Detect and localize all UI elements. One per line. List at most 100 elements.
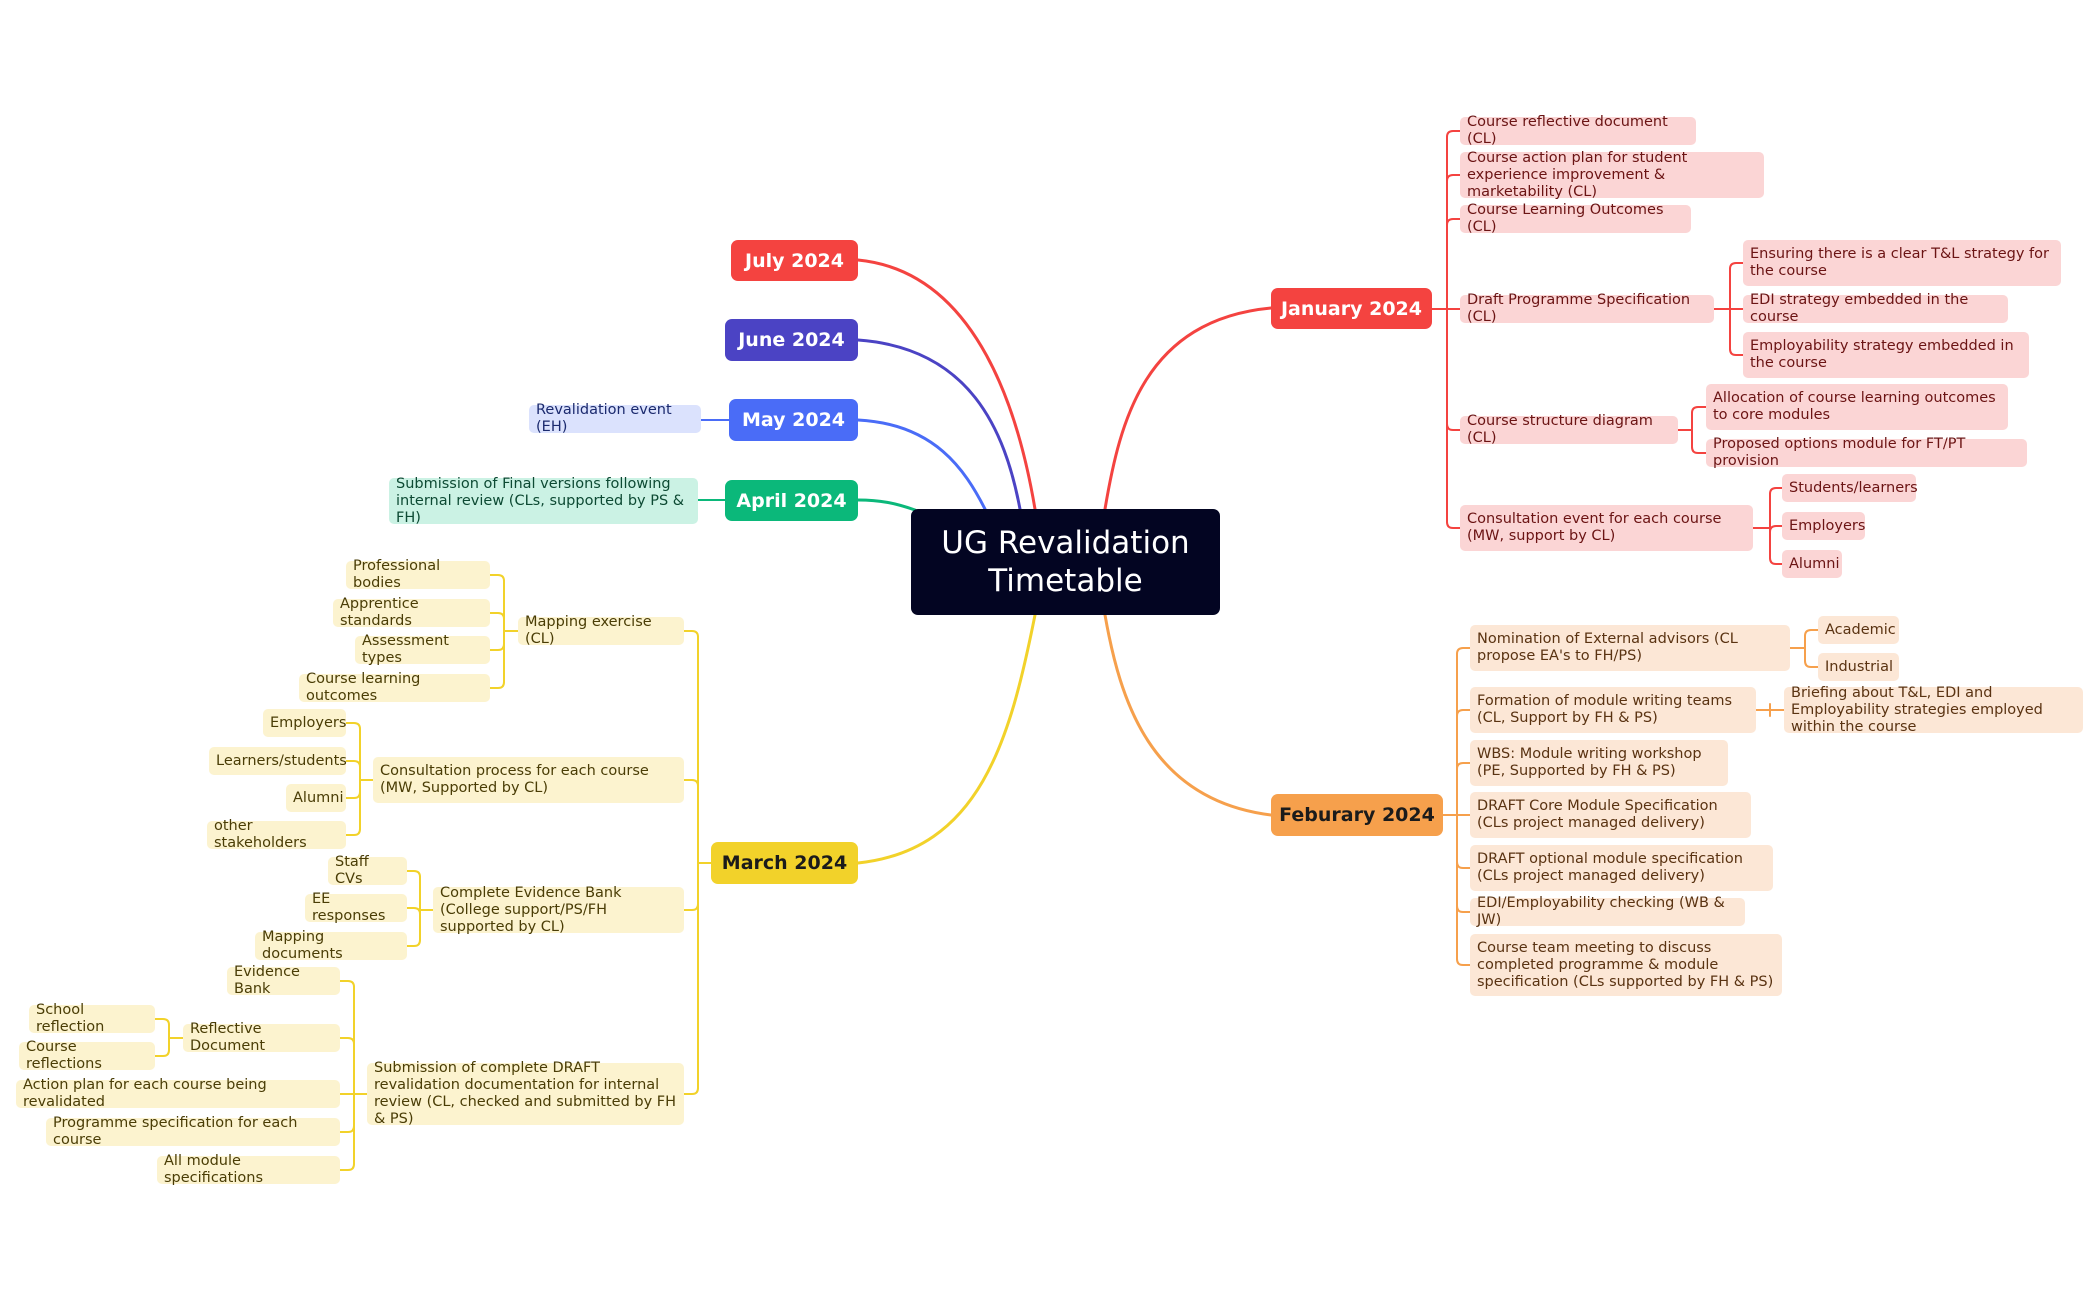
feb-item-formation[interactable]: Formation of module writing teams (CL, S…	[1470, 687, 1756, 733]
link-mar-mapping-branch-1	[489, 612, 505, 620]
link-jan-branch-2	[1446, 218, 1461, 226]
link-april	[856, 498, 917, 512]
feb-item-core-module-spec[interactable]: DRAFT Core Module Specification (CLs pro…	[1470, 792, 1751, 838]
mar-consult-learners[interactable]: Learners/students	[209, 747, 347, 775]
topic-february-2024[interactable]: Feburary 2024	[1271, 794, 1443, 836]
mar-item-consultation-process[interactable]: Consultation process for each course (MW…	[373, 757, 684, 803]
link-mar-reflective-branch-1	[154, 1049, 170, 1057]
link-mar-submission-branch-3	[339, 1125, 355, 1133]
jan-draft-edi-strategy[interactable]: EDI strategy embedded in the course	[1743, 292, 2008, 325]
link-jan-branch-5	[1446, 521, 1461, 529]
link-mar-branch-0	[683, 630, 699, 638]
link-mar-consult-branch-2	[345, 791, 361, 799]
mar-item-mapping-exercise[interactable]: Mapping exercise (CL)	[518, 614, 684, 647]
mar-item-evidence-bank[interactable]: Complete Evidence Bank (College support/…	[433, 885, 684, 935]
mar-evidence-staff-cvs[interactable]: Staff CVs	[328, 854, 407, 887]
may-item-revalidation-event[interactable]: Revalidation event (EH)	[529, 402, 701, 435]
link-jan-structure-branch-0	[1691, 406, 1707, 414]
mar-submission-evidence-bank[interactable]: Evidence Bank	[227, 964, 340, 997]
jan-item-course-structure[interactable]: Course structure diagram (CL)	[1460, 413, 1678, 446]
link-feb-branch-0	[1456, 647, 1471, 655]
link-mar-submission-branch-0	[339, 980, 355, 988]
link-jan-branch-0	[1446, 130, 1461, 138]
link-mar-evidence-branch-2	[406, 939, 421, 947]
link-mar-consult-branch-3	[345, 828, 361, 836]
mar-mapping-learning-outcomes[interactable]: Course learning outcomes	[299, 671, 490, 704]
link-mar-mapping-branch-0	[489, 574, 505, 582]
mar-mapping-assessment-types[interactable]: Assessment types	[355, 633, 490, 666]
mar-item-submission-draft[interactable]: Submission of complete DRAFT revalidatio…	[367, 1060, 684, 1127]
mar-submission-programme-spec[interactable]: Programme specification for each course	[46, 1115, 340, 1148]
feb-item-wbs-workshop[interactable]: WBS: Module writing workshop (PE, Suppor…	[1470, 740, 1728, 786]
feb-item-course-team-meeting[interactable]: Course team meeting to discuss completed…	[1470, 934, 1782, 996]
mar-consult-employers[interactable]: Employers	[263, 709, 346, 737]
jan-consult-employers[interactable]: Employers	[1782, 512, 1865, 540]
link-mar-submission-branch-1	[339, 1037, 355, 1045]
feb-nomination-academic[interactable]: Academic	[1818, 616, 1899, 644]
feb-item-edi-checking[interactable]: EDI/Employability checking (WB & JW)	[1470, 895, 1745, 928]
feb-formation-briefing[interactable]: Briefing about T&L, EDI and Employabilit…	[1784, 685, 2083, 735]
mar-submission-reflective-document[interactable]: Reflective Document	[183, 1021, 340, 1054]
link-feb-branch-1	[1456, 709, 1471, 717]
link-mar-branch-1	[683, 779, 699, 787]
jan-consult-alumni[interactable]: Alumni	[1782, 550, 1842, 578]
link-jan-draft-branch-2	[1729, 348, 1744, 356]
mar-consult-other-stakeholders[interactable]: other stakeholders	[207, 818, 346, 851]
link-jan-consult-branch-2	[1769, 557, 1783, 565]
link-march	[856, 613, 1037, 865]
link-mar-submission-branch-4	[339, 1163, 355, 1171]
link-june	[856, 338, 1022, 511]
link-jan-draft-branch-0	[1729, 262, 1744, 270]
link-jan-branch-4	[1446, 423, 1461, 431]
topic-march-2024[interactable]: March 2024	[711, 842, 858, 884]
link-mar-evidence-branch-0	[406, 870, 421, 878]
link-feb-branch-6	[1456, 958, 1471, 966]
topic-june-2024[interactable]: June 2024	[725, 319, 858, 361]
jan-draft-tl-strategy[interactable]: Ensuring there is a clear T&L strategy f…	[1743, 240, 2061, 286]
jan-item-action-plan[interactable]: Course action plan for student experienc…	[1460, 150, 1764, 200]
link-mar-branch-3	[683, 1087, 699, 1095]
jan-item-reflective-document[interactable]: Course reflective document (CL)	[1460, 114, 1696, 147]
link-feb-nomination-branch-0	[1804, 629, 1819, 637]
mar-reflective-course[interactable]: Course reflections	[19, 1039, 155, 1072]
feb-nomination-industrial[interactable]: Industrial	[1818, 653, 1899, 681]
feb-item-optional-module-spec[interactable]: DRAFT optional module specification (CLs…	[1470, 845, 1773, 891]
topic-july-2024[interactable]: July 2024	[731, 240, 858, 281]
jan-item-learning-outcomes[interactable]: Course Learning Outcomes (CL)	[1460, 202, 1691, 235]
april-item-final-versions[interactable]: Submission of Final versions following i…	[389, 476, 698, 526]
link-jan-consult-branch-0	[1769, 487, 1783, 495]
topic-may-2024[interactable]: May 2024	[729, 399, 858, 441]
link-mar-consult-branch-0	[345, 722, 361, 730]
topic-january-2024[interactable]: January 2024	[1271, 288, 1432, 329]
mar-consult-alumni[interactable]: Alumni	[286, 784, 346, 812]
mar-submission-module-specs[interactable]: All module specifications	[157, 1153, 340, 1186]
link-mar-branch-2	[683, 903, 699, 911]
jan-consult-students[interactable]: Students/learners	[1782, 474, 1918, 502]
feb-item-nomination[interactable]: Nomination of External advisors (CL prop…	[1470, 625, 1790, 671]
mar-mapping-professional-bodies[interactable]: Professional bodies	[346, 558, 490, 591]
link-feb-branch-2	[1456, 762, 1471, 770]
link-mar-reflective-branch-0	[154, 1018, 170, 1026]
link-mar-mapping-branch-3	[489, 681, 505, 689]
jan-draft-employability-strategy[interactable]: Employability strategy embedded in the c…	[1743, 332, 2029, 378]
mar-submission-action-plan[interactable]: Action plan for each course being revali…	[16, 1077, 340, 1110]
jan-item-draft-programme-spec[interactable]: Draft Programme Specification (CL)	[1460, 292, 1714, 325]
mar-evidence-mapping-documents[interactable]: Mapping documents	[255, 929, 407, 962]
topic-april-2024[interactable]: April 2024	[725, 480, 858, 521]
mar-mapping-apprentice-standards[interactable]: Apprentice standards	[333, 596, 490, 629]
mar-evidence-ee-responses[interactable]: EE responses	[305, 891, 407, 924]
link-jan-consult-branch-1	[1769, 525, 1783, 533]
link-july	[856, 258, 1037, 511]
jan-item-consultation-event[interactable]: Consultation event for each course (MW, …	[1460, 505, 1753, 551]
link-may	[856, 418, 987, 511]
mar-reflective-school[interactable]: School reflection	[29, 1002, 155, 1035]
jan-structure-options[interactable]: Proposed options module for FT/PT provis…	[1706, 436, 2027, 469]
link-mar-evidence-branch-1	[406, 907, 421, 915]
link-jan-structure-branch-1	[1691, 446, 1707, 454]
root-title-line1: UG Revalidation	[941, 525, 1190, 561]
jan-structure-allocation[interactable]: Allocation of course learning outcomes t…	[1706, 384, 2008, 430]
link-january	[1103, 306, 1273, 511]
link-jan-branch-1	[1446, 174, 1461, 182]
